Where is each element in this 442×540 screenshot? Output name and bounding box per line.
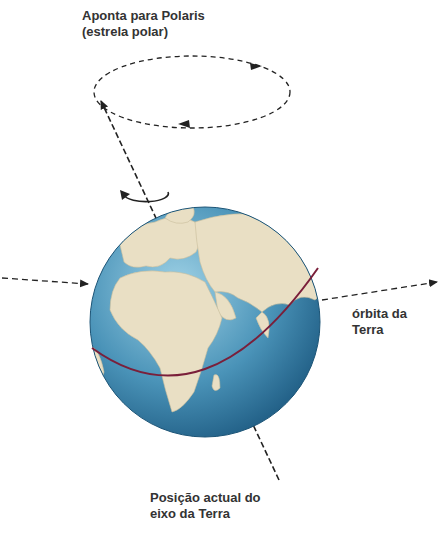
- orbit-line: [2, 278, 88, 284]
- equator-line: [92, 268, 318, 376]
- rotation-arrow: [124, 192, 168, 202]
- orbit-label: órbita da Terra: [352, 306, 432, 337]
- precession-arrow: [250, 63, 262, 70]
- precession-path: [94, 56, 290, 128]
- polaris-label: Aponta para Polaris (estrela polar): [82, 8, 222, 39]
- orbit-line: [322, 282, 437, 300]
- precession-arrow: [178, 120, 190, 128]
- rotation-arrow: [120, 190, 130, 200]
- earth-outline: [90, 207, 320, 437]
- continents: [90, 204, 326, 412]
- axis-label: Posição actual do eixo da Terra: [150, 490, 280, 521]
